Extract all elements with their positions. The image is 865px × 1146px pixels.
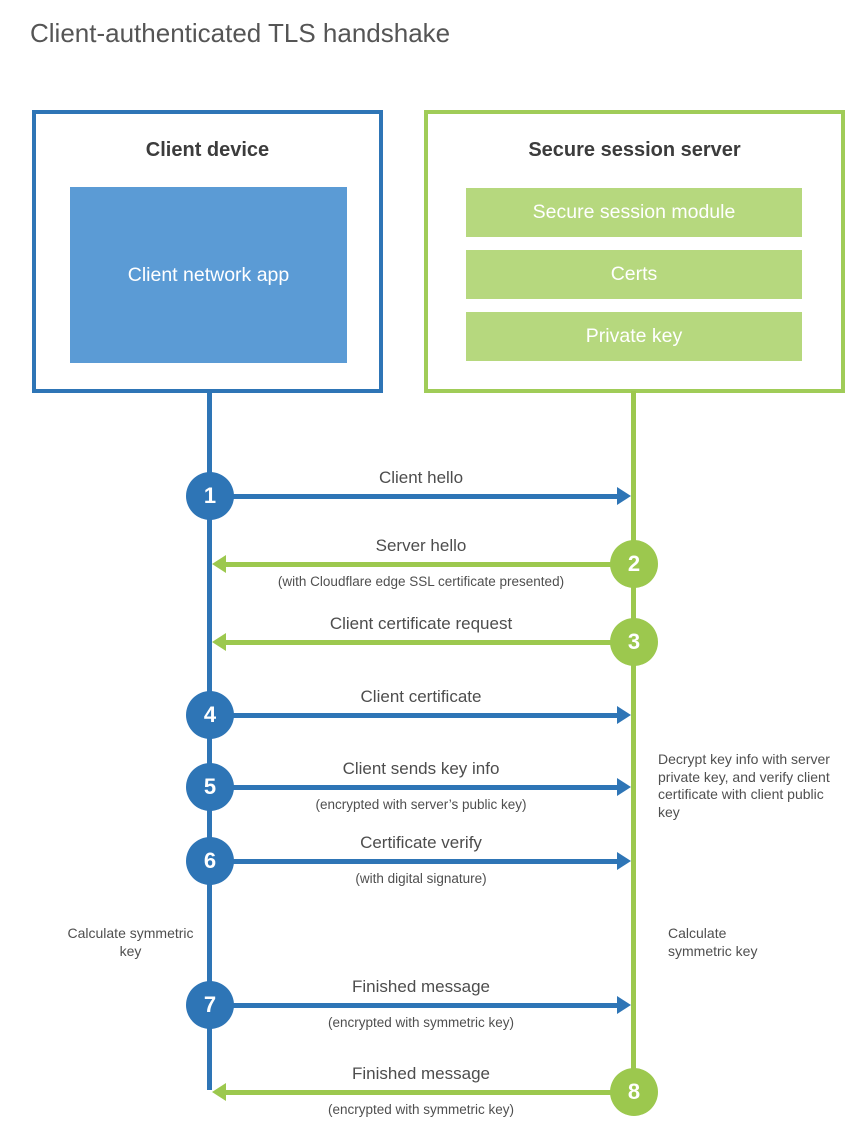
step-6-label: Certificate verify	[360, 833, 482, 852]
page-title: Client-authenticated TLS handshake	[30, 18, 451, 48]
step-1-arrow	[212, 487, 631, 505]
step-5-label: Client sends key info	[342, 759, 500, 778]
arrow-head-icon	[617, 852, 631, 870]
step-5-badge: 5	[186, 763, 234, 811]
arrow-head-icon	[617, 996, 631, 1014]
step-2-badge: 2	[610, 540, 658, 588]
step-2-arrow	[212, 555, 631, 573]
step-8-label: Finished message	[352, 1064, 490, 1083]
client-network-app-box: Client network app	[70, 187, 347, 363]
step-5-sublabel: (encrypted with server’s public key)	[315, 797, 527, 812]
step-7-sublabel: (encrypted with symmetric key)	[327, 1015, 515, 1030]
step-7-arrow	[212, 996, 631, 1014]
step-4-label: Client certificate	[360, 687, 482, 706]
arrow-head-icon	[617, 487, 631, 505]
arrow-head-icon	[212, 555, 226, 573]
step-8-arrow	[212, 1083, 631, 1101]
step-1-label: Client hello	[378, 468, 464, 487]
step-6-arrow	[212, 852, 631, 870]
arrow-head-icon	[617, 778, 631, 796]
client-device-title: Client device	[145, 139, 270, 161]
server-box: Secure session server Secure session mod…	[424, 110, 845, 393]
server-module-bar-secure-session: Secure session module	[466, 188, 802, 237]
step-4-arrow	[212, 706, 631, 724]
server-module-bar-private-key: Private key	[466, 312, 802, 361]
arrow-head-icon	[212, 633, 226, 651]
step-8-badge: 8	[610, 1068, 658, 1116]
step-1-badge: 1	[186, 472, 234, 520]
step-7-label: Finished message	[352, 977, 490, 996]
client-lifeline	[207, 391, 212, 1090]
client-network-app-label: Client network app	[127, 264, 290, 286]
server-title: Secure session server	[528, 139, 741, 161]
step-7-badge: 7	[186, 981, 234, 1029]
server-module-bar-certs: Certs	[466, 250, 802, 299]
step-5-arrow	[212, 778, 631, 796]
client-device-box: Client device Client network app	[32, 110, 383, 393]
note-calculate-symmetric-key-server: Calculate symmetric key	[668, 925, 758, 959]
step-3-badge: 3	[610, 618, 658, 666]
step-6-badge: 6	[186, 837, 234, 885]
server-lifeline	[631, 391, 636, 1092]
arrow-head-icon	[617, 706, 631, 724]
step-8-sublabel: (encrypted with symmetric key)	[327, 1102, 515, 1117]
note-decrypt-key-info: Decrypt key info with server private key…	[658, 751, 830, 820]
step-3-arrow	[212, 633, 631, 651]
step-4-badge: 4	[186, 691, 234, 739]
arrow-head-icon	[212, 1083, 226, 1101]
step-6-sublabel: (with digital signature)	[355, 871, 487, 886]
note-calculate-symmetric-key-client: Calculate symmetric key	[67, 925, 194, 959]
step-3-label: Client certificate request	[329, 614, 513, 633]
step-2-sublabel: (with Cloudflare edge SSL certificate pr…	[277, 574, 565, 589]
step-2-label: Server hello	[375, 536, 467, 555]
